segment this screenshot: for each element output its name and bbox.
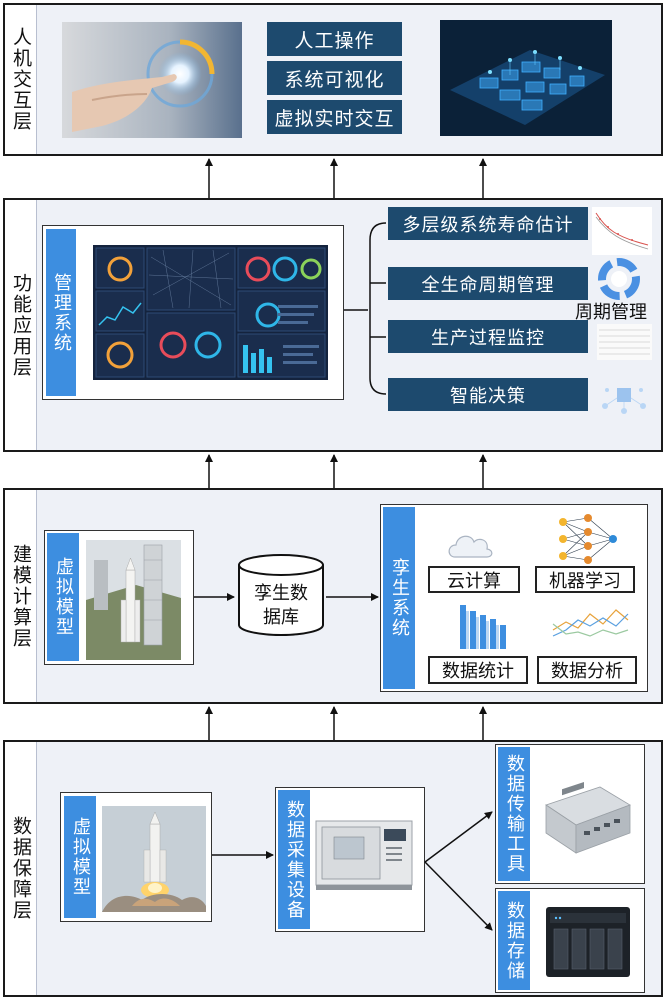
- function-item-lifecycle-management: 全生命周期管理: [388, 267, 588, 300]
- twin-system-tag: 孪生系统: [383, 507, 415, 689]
- bar-chart-icon: [452, 597, 512, 652]
- module-data-analysis: 数据分析: [537, 656, 637, 684]
- layer-modeling-label: 建模计算层: [10, 543, 32, 649]
- lifecycle-overlay-text: 周期管理: [575, 302, 647, 323]
- storage-tag: 数据存储: [498, 891, 530, 990]
- layer-hmi-label: 人机交互层: [10, 27, 32, 132]
- decision-network-icon: [597, 378, 652, 416]
- virtual-model-tag: 虚拟模型: [47, 533, 79, 661]
- touch-interaction-image: [62, 22, 242, 138]
- hmi-item-visualization: 系统可视化: [267, 61, 402, 95]
- layer-hmi-label-box: 人机交互层: [5, 5, 37, 154]
- layer-data-label: 数据保障层: [10, 816, 32, 921]
- layer-function-label: 功能应用层: [10, 272, 32, 378]
- module-data-statistics: 数据统计: [428, 656, 528, 684]
- twin-system-label: 孪生系统: [389, 558, 410, 638]
- transfer-tool-label: 数据传输工具: [504, 754, 525, 874]
- module-cloud-computing: 云计算: [428, 566, 520, 593]
- city-model-image: [440, 20, 612, 136]
- hmi-item-manual-operation: 人工操作: [267, 22, 402, 56]
- function-item-process-monitoring: 生产过程监控: [388, 320, 588, 353]
- management-system-label: 管理系统: [51, 272, 72, 353]
- transfer-tool-tag: 数据传输工具: [498, 747, 530, 881]
- twin-database-label: 孪生数据库: [254, 583, 308, 628]
- dashboard-image: [93, 245, 328, 380]
- management-system-tag: 管理系统: [46, 229, 76, 396]
- twin-database-cylinder: [236, 553, 326, 638]
- rocket-launch-image: [102, 806, 206, 912]
- line-chart-icon: [548, 600, 633, 650]
- function-item-intelligent-decision: 智能决策: [388, 378, 588, 411]
- layer-function-label-box: 功能应用层: [5, 200, 37, 450]
- hmi-item-virtual-interaction: 虚拟实时交互: [267, 100, 402, 134]
- layer-data-label-box: 数据保障层: [5, 742, 37, 995]
- rocket-model-image: [86, 540, 181, 660]
- transfer-device-image: [538, 775, 636, 859]
- storage-label: 数据存储: [504, 900, 525, 981]
- virtual-model-label: 虚拟模型: [53, 557, 74, 637]
- collection-device-label: 数据采集设备: [284, 799, 305, 920]
- function-item-lifetime-estimation: 多层级系统寿命估计: [388, 207, 588, 240]
- collection-device-tag: 数据采集设备: [278, 790, 310, 929]
- storage-server-image: [540, 903, 635, 981]
- layer-modeling-label-box: 建模计算层: [5, 490, 37, 702]
- environment-chamber-image: [312, 815, 416, 893]
- neural-network-icon: [555, 510, 621, 568]
- cloud-icon: [445, 525, 495, 563]
- module-machine-learning: 机器学习: [535, 566, 635, 593]
- launch-model-label: 虚拟模型: [70, 817, 91, 897]
- launch-model-tag: 虚拟模型: [64, 796, 96, 918]
- lifetime-curve-thumbnail: [592, 207, 652, 255]
- monitoring-table-thumbnail: [597, 324, 652, 360]
- lifecycle-cycle-icon: [595, 255, 643, 303]
